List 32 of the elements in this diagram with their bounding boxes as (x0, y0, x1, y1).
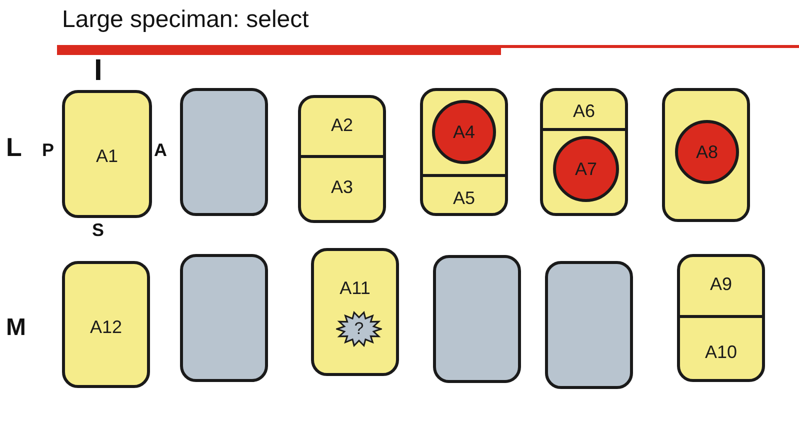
circle-marker: A8 (675, 120, 739, 184)
section-label: A1 (94, 145, 120, 167)
title: Large speciman: select (62, 6, 309, 34)
cassette-box (677, 254, 765, 382)
circle-marker: A4 (432, 100, 496, 164)
orientation-label: I (94, 56, 102, 86)
section-label: A5 (452, 187, 476, 209)
cassette-box (298, 95, 386, 223)
empty-cassette-box (433, 255, 521, 383)
empty-cassette-box (180, 254, 268, 382)
section-label: A3 (330, 176, 354, 198)
starburst-marker: ? (336, 311, 382, 347)
orientation-label: P (42, 141, 54, 159)
empty-cassette-box (662, 88, 750, 222)
cassette-box (420, 88, 508, 216)
orientation-label: M (6, 316, 26, 340)
cassette-box (311, 248, 399, 376)
empty-cassette-box (545, 261, 633, 389)
cassette-box (62, 90, 152, 218)
empty-cassette-box (180, 88, 268, 216)
orientation-label: L (6, 134, 22, 160)
section-label: A6 (572, 100, 596, 122)
circle-marker: A7 (553, 136, 619, 202)
section-label: A10 (704, 341, 738, 363)
section-label: A11 (338, 277, 372, 299)
orientation-label: A (154, 141, 167, 159)
cassette-box (62, 261, 150, 388)
section-label: A12 (88, 316, 124, 338)
section-label: A2 (330, 114, 354, 136)
cassette-box (540, 88, 628, 216)
orientation-label: S (92, 221, 104, 239)
section-label: A9 (708, 273, 734, 295)
